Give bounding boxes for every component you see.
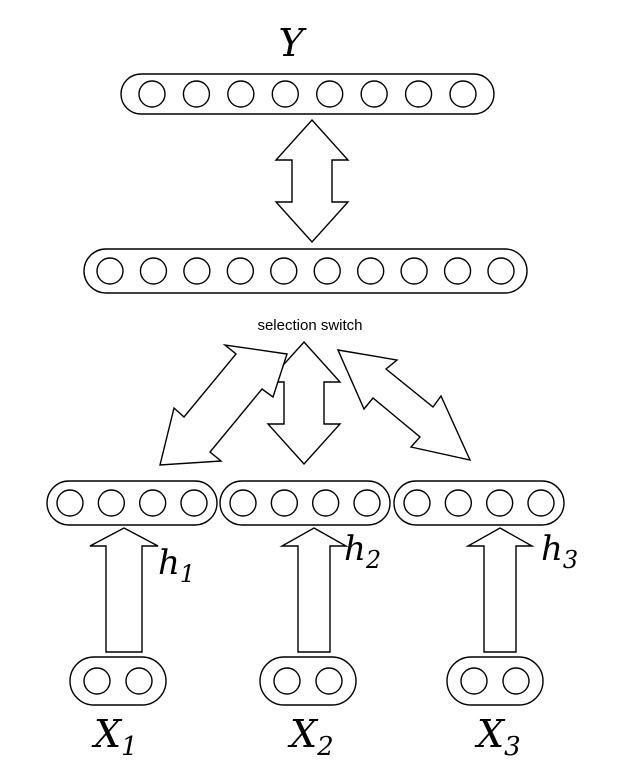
neuron-unit — [183, 257, 211, 285]
input-module-2 — [259, 656, 357, 706]
hidden-label-h1: h1 — [158, 543, 195, 588]
neuron-unit — [449, 80, 477, 108]
neuron-unit — [96, 257, 124, 285]
neuron-unit — [180, 489, 208, 517]
neuron-unit — [360, 80, 388, 108]
neuron-unit — [229, 489, 257, 517]
output-label: Y — [278, 21, 307, 65]
input-module-1-outline — [69, 656, 167, 706]
neuron-unit — [271, 80, 299, 108]
neuron-unit — [460, 667, 488, 695]
hidden-label-h3: h3 — [541, 529, 578, 574]
double-arrow-switch-h1 — [159, 343, 288, 466]
input-module-2-outline — [259, 656, 357, 706]
neuron-unit — [270, 257, 298, 285]
neuron-unit — [444, 489, 473, 517]
neuron-unit — [527, 489, 555, 517]
neuron-unit — [356, 257, 385, 285]
neuron-unit — [311, 489, 340, 517]
input-layer — [69, 656, 544, 706]
output-layer-capsule-outline — [120, 73, 495, 115]
neuron-unit — [125, 667, 153, 695]
up-arrow-x1-h1 — [89, 527, 159, 653]
neuron-unit — [316, 80, 344, 108]
hidden-layer — [46, 480, 565, 526]
neuron-unit — [97, 489, 126, 517]
up-arrow-x3-h3 — [465, 527, 535, 653]
hidden-module-1-outline — [46, 480, 218, 526]
switch-layer-capsule — [83, 248, 528, 294]
neuron-unit — [226, 257, 255, 285]
neuron-unit — [487, 257, 515, 285]
input-label-x1: X1 — [91, 712, 138, 762]
input-label-x3: X3 — [474, 712, 521, 762]
switch-layer-capsule-outline — [83, 248, 528, 294]
double-arrow-output-switch — [274, 118, 350, 244]
neuron-unit — [353, 489, 381, 517]
neuron-unit — [403, 489, 431, 517]
input-module-3 — [446, 656, 544, 706]
neuron-unit — [83, 667, 111, 695]
neuron-unit — [138, 80, 166, 108]
neuron-unit — [56, 489, 84, 517]
input-module-1 — [69, 656, 167, 706]
hidden-module-2-outline — [219, 480, 391, 526]
hidden-module-1 — [46, 480, 218, 526]
selection-switch-label: selection switch — [257, 317, 362, 334]
input-label-x2: X2 — [287, 712, 334, 762]
neuron-unit — [315, 667, 343, 695]
neuron-unit — [138, 489, 167, 517]
double-arrow-switch-h3 — [336, 349, 472, 461]
neuron-unit — [313, 257, 341, 285]
up-arrow-x2-h2 — [279, 527, 349, 653]
neuron-unit — [139, 257, 168, 285]
output-layer — [120, 73, 495, 115]
neuron-unit — [227, 80, 255, 108]
hidden-label-h2: h2 — [344, 529, 381, 574]
neuron-unit — [182, 80, 211, 108]
output-layer-capsule — [120, 73, 495, 115]
neuron-unit — [443, 257, 472, 285]
neuron-unit — [404, 80, 433, 108]
neuron-unit — [273, 667, 301, 695]
neuron-unit — [270, 489, 299, 517]
neuron-unit — [502, 667, 530, 695]
switch-layer — [83, 248, 528, 294]
hidden-module-2 — [219, 480, 391, 526]
hidden-module-3-outline — [393, 480, 565, 526]
neuron-unit — [400, 257, 428, 285]
neuron-unit — [485, 489, 514, 517]
double-arrow-switch-h2 — [266, 340, 342, 466]
hidden-module-3 — [393, 480, 565, 526]
input-module-3-outline — [446, 656, 544, 706]
